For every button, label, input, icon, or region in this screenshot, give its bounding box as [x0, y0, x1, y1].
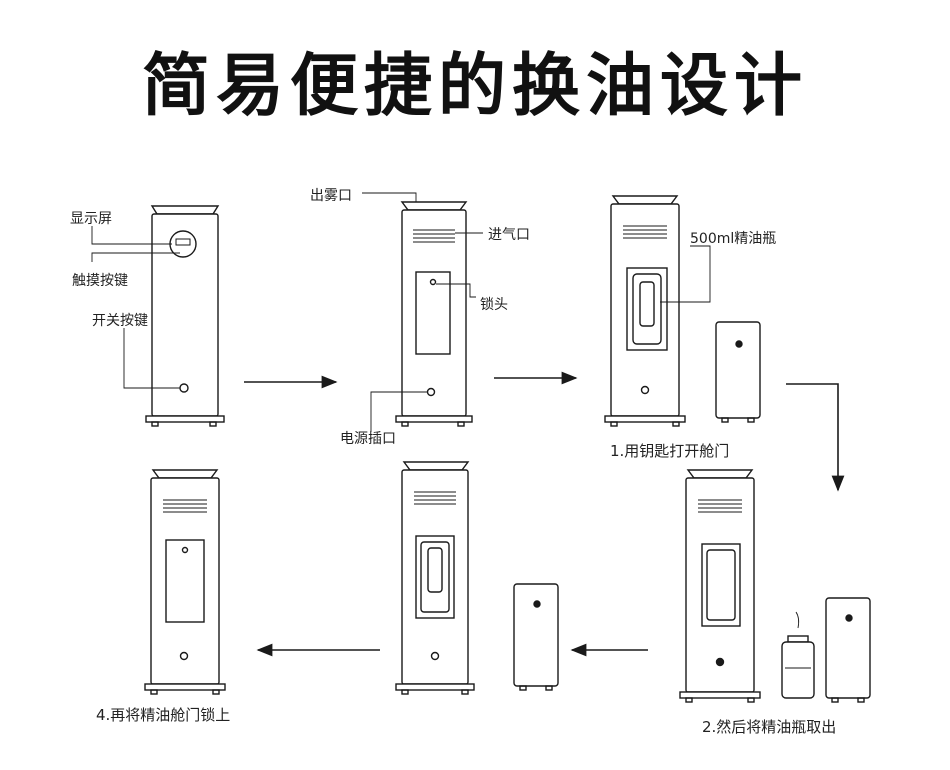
label-air-inlet: 进气口: [488, 227, 530, 243]
vent-icon: [414, 491, 456, 505]
bottle-icon: [639, 281, 655, 327]
device-insert-bottle: [395, 461, 559, 695]
oil-bottle-unit: [715, 321, 761, 419]
step4-caption: 4.再将精油舱门锁上: [96, 706, 231, 724]
label-oil-bottle: 500ml精油瓶: [690, 231, 777, 247]
device-locked: [144, 469, 226, 695]
label-display-screen: 显示屏: [70, 211, 112, 227]
page-title: 简易便捷的换油设计: [141, 47, 808, 126]
label-power-socket: 电源插口: [340, 431, 396, 447]
step2-caption: 2.然后将精油瓶取出: [702, 718, 837, 736]
label-touch-button: 触摸按键: [72, 273, 128, 289]
device-remove-bottle: [679, 469, 871, 703]
label-lock: 锁头: [480, 297, 508, 313]
step1-caption: 1.用钥匙打开舱门: [610, 442, 730, 460]
vent-icon: [623, 225, 667, 239]
label-mist-outlet: 出雾口: [310, 188, 352, 204]
vent-icon: [163, 499, 207, 513]
lock-icon: [429, 278, 437, 286]
device-open-bottle: [604, 195, 761, 427]
device-front-lock: [395, 201, 473, 427]
device-front-display: [145, 205, 225, 427]
vent-icon: [698, 499, 742, 513]
arrow-3: [786, 383, 845, 492]
bottle-cap-icon: [787, 635, 809, 643]
flow-arrows: [244, 371, 845, 657]
glass-bottle-icon: [781, 641, 815, 699]
label-power-switch: 开关按键: [92, 313, 148, 329]
vent-icon: [413, 229, 455, 243]
socket-icon: [426, 387, 436, 397]
